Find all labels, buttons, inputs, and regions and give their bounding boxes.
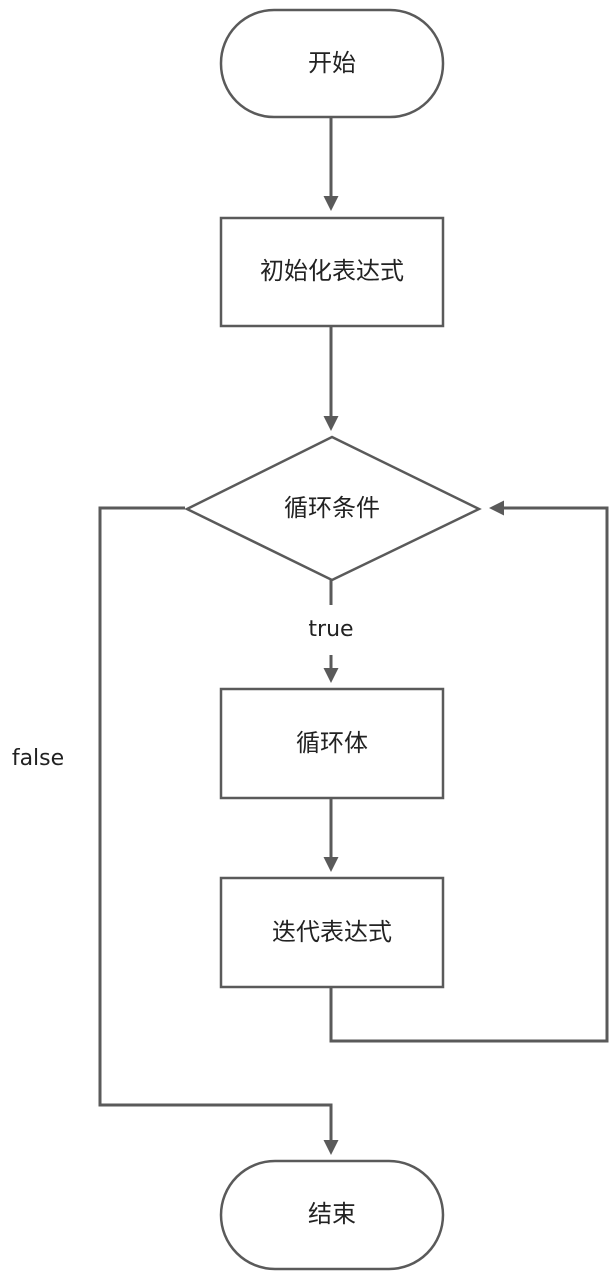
edge-update-loop-back: [329, 500, 609, 1043]
init-expression-box: [219, 216, 445, 328]
end-terminal: [219, 1159, 445, 1271]
edge-condition-false-to-end: [98, 506, 339, 1155]
start-label: 开始: [308, 49, 356, 77]
init-expression-label: 初始化表达式: [260, 257, 404, 285]
start-terminal: [219, 8, 445, 119]
loop-condition-diamond: [184, 435, 482, 582]
iteration-expression-label: 迭代表达式: [272, 918, 392, 946]
loop-condition-label: 循环条件: [284, 494, 380, 522]
iteration-expression-box: [219, 876, 445, 989]
true-branch-label: true: [308, 617, 353, 642]
loop-body-box: [219, 687, 445, 800]
false-branch-label: false: [12, 746, 64, 771]
end-label: 结束: [308, 1200, 356, 1228]
loop-body-label: 循环体: [296, 729, 368, 757]
